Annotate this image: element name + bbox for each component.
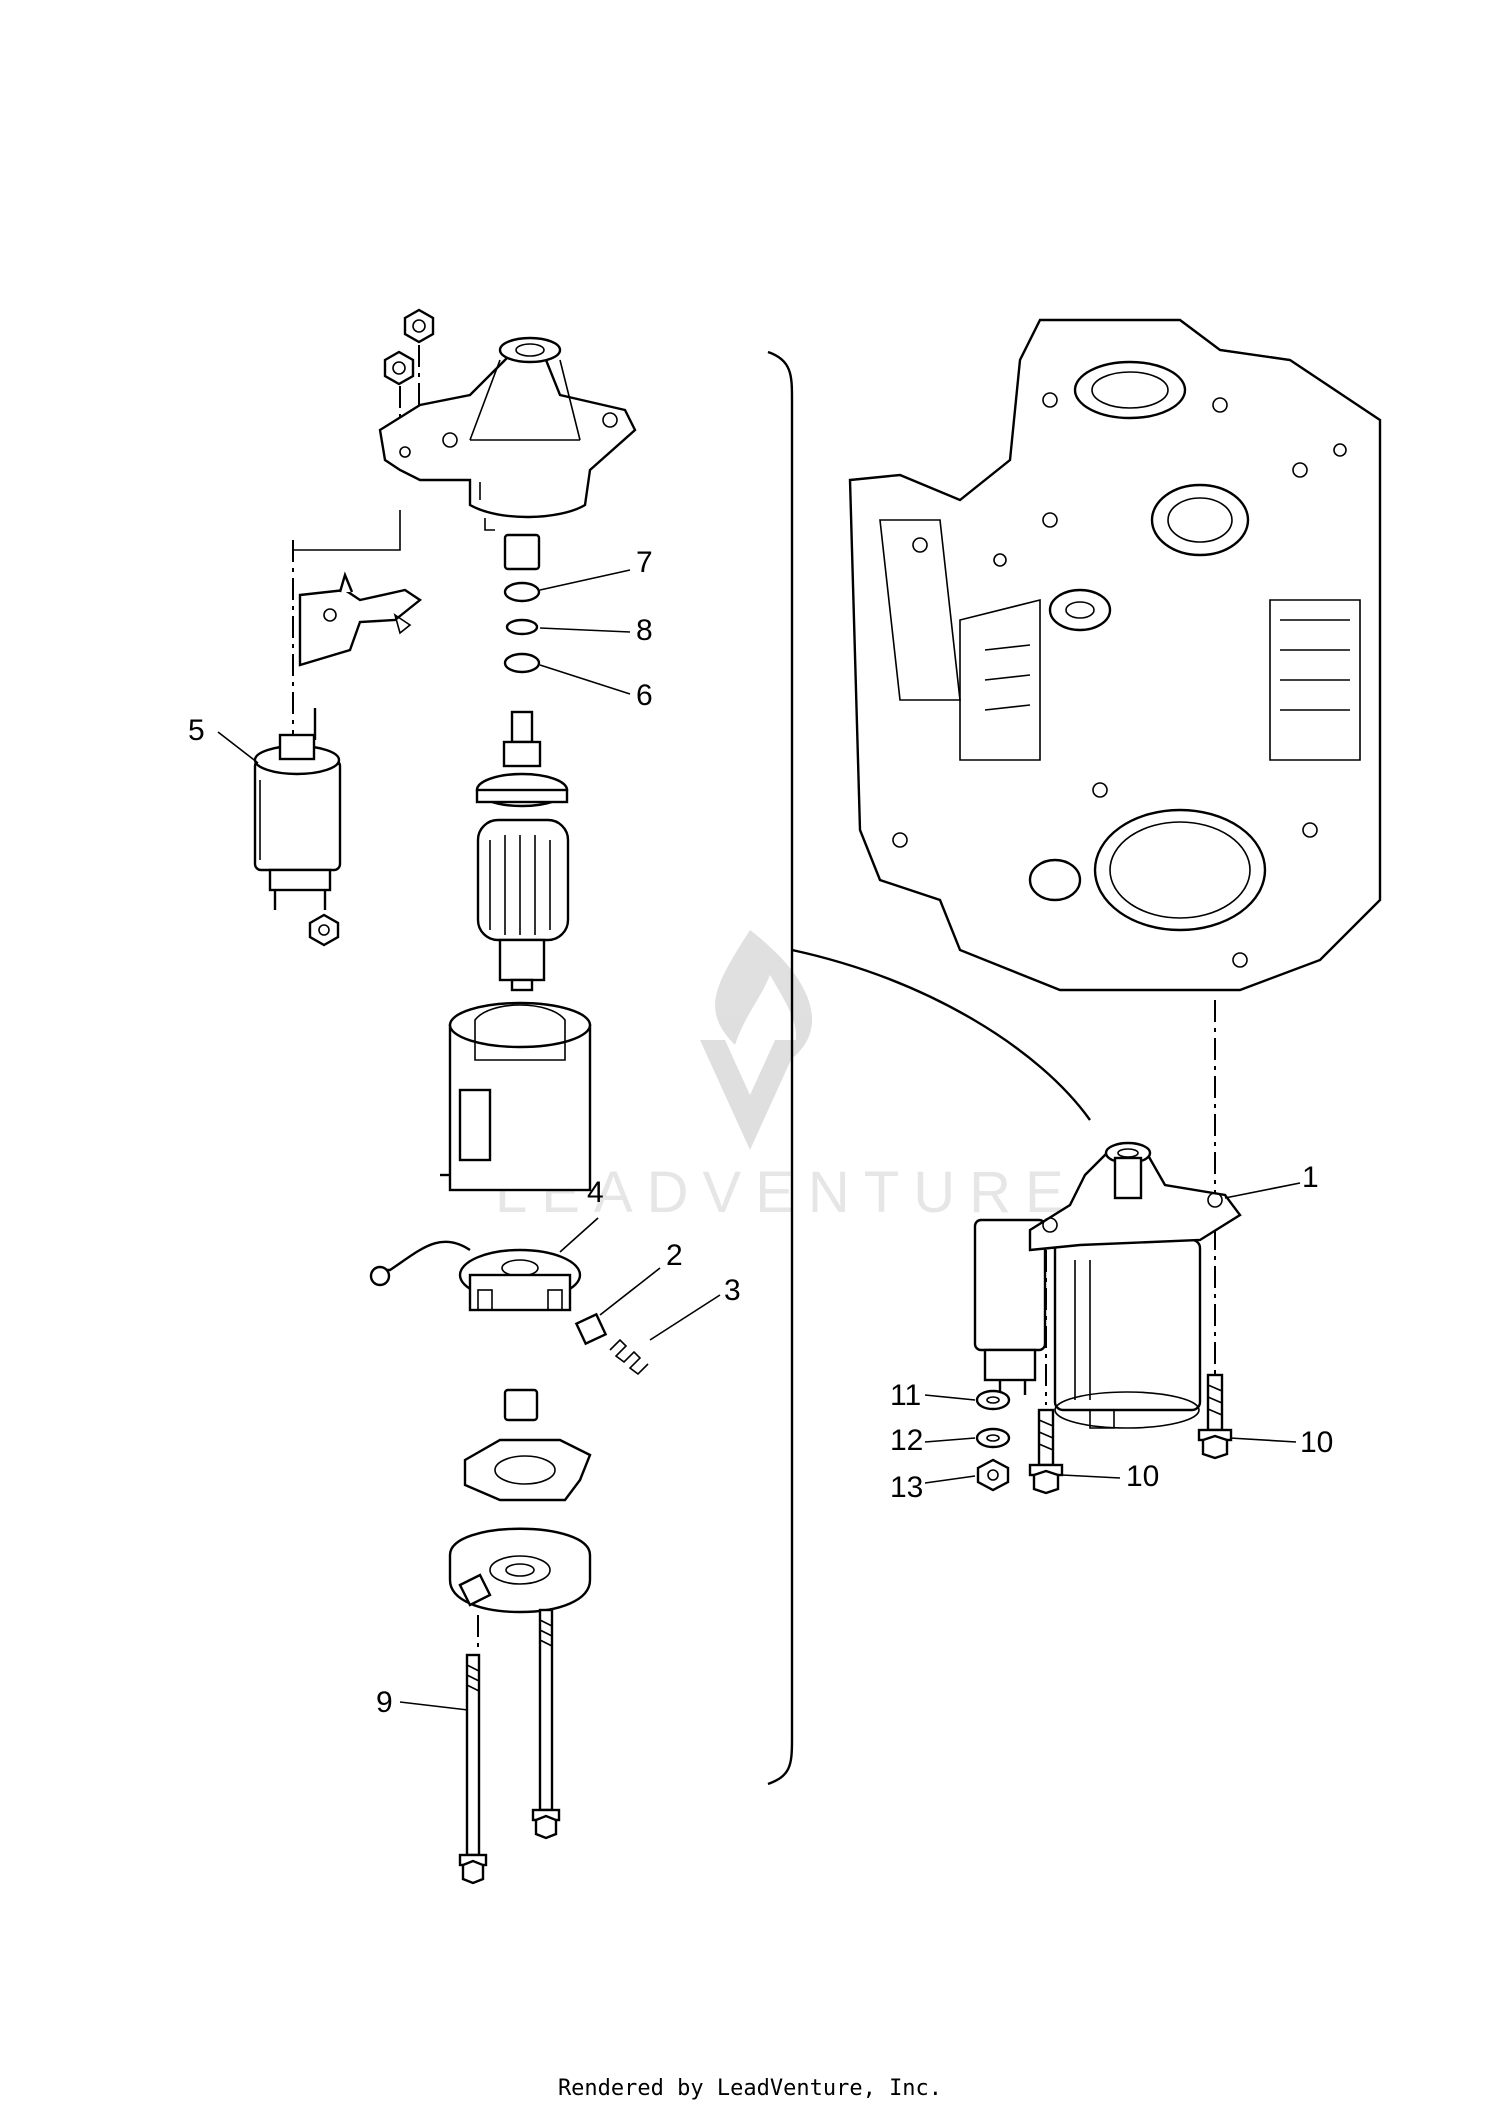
nut-top-1 (403, 308, 435, 420)
bolt-10a (1028, 1408, 1064, 1495)
through-bolt-1 (458, 1653, 488, 1885)
callout-5: 5 (188, 714, 205, 747)
brush-spring (609, 1338, 649, 1376)
bushing (503, 533, 541, 571)
callout-7: 8 (636, 614, 653, 647)
yoke (440, 1001, 592, 1192)
callout-1: 1 (1302, 1161, 1319, 1194)
callout-4: 4 (587, 1176, 604, 1209)
nut-solenoid (308, 913, 340, 947)
brush (574, 1312, 608, 1346)
callout-10a: 10 (1126, 1460, 1159, 1493)
callout-11: 11 (890, 1379, 921, 1412)
callout-8: 7 (636, 546, 653, 579)
engine-block (848, 318, 1382, 992)
shift-lever (298, 571, 423, 667)
callout-12: 12 (890, 1424, 923, 1457)
magnetic-switch (253, 708, 342, 910)
callout-2: 2 (666, 1239, 683, 1272)
group-bracket (767, 350, 794, 1786)
washer-8 (503, 581, 541, 603)
rear-bushing (503, 1388, 539, 1422)
brush-plate (463, 1438, 592, 1502)
callout-13: 13 (890, 1471, 923, 1504)
leader-lines (217, 569, 1301, 1711)
bolt-10b (1197, 1373, 1233, 1460)
callout-3: 3 (724, 1274, 741, 1307)
front-housing (378, 336, 637, 531)
brush-holder (369, 1240, 582, 1312)
washer-11 (975, 1389, 1011, 1411)
washer-6 (503, 652, 541, 674)
bracket-leader (791, 948, 1091, 1121)
callout-10b: 10 (1300, 1426, 1333, 1459)
leadventure-logo-icon (700, 930, 813, 1150)
starting-motor-assembly (973, 1141, 1242, 1429)
housing-to-lever-line (292, 510, 401, 551)
callout-9: 9 (376, 1686, 393, 1719)
callout-6: 6 (636, 679, 653, 712)
lock-washer-12 (975, 1427, 1011, 1449)
nut-top-2 (383, 350, 415, 445)
through-bolt-2 (531, 1608, 561, 1840)
nut-13 (976, 1458, 1010, 1492)
armature (475, 710, 570, 992)
ring-7 (505, 618, 539, 636)
footer-credit: Rendered by LeadVenture, Inc. (557, 2076, 943, 2101)
rear-cover (448, 1527, 592, 1614)
